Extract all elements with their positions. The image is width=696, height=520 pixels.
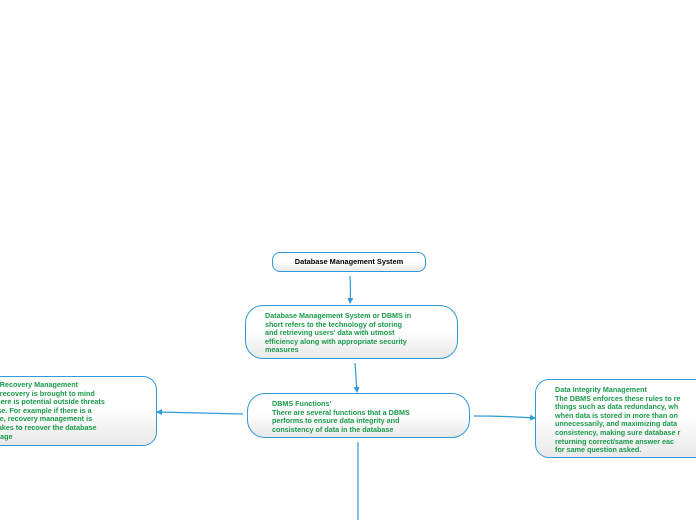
data-integrity-text: Data Integrity Management The DBMS enfor… bbox=[555, 385, 681, 455]
dbms-functions-node[interactable]: DBMS Functions' There are several functi… bbox=[247, 393, 470, 438]
connector-functions-to-integrity bbox=[473, 414, 536, 421]
dbms-definition-text: Database Management System or DBMS in sh… bbox=[265, 311, 412, 355]
backup-recovery-text: nd Recovery Management nd recovery is br… bbox=[0, 380, 105, 441]
dbms-functions-text: DBMS Functions' There are several functi… bbox=[272, 399, 410, 434]
root-topic-text: Database Management System bbox=[294, 257, 404, 266]
root-topic-node[interactable]: Database Management System bbox=[272, 252, 426, 272]
connector-definition-to-functions bbox=[353, 362, 360, 393]
dbms-definition-node[interactable]: Database Management System or DBMS in sh… bbox=[245, 305, 458, 359]
connector-functions-to-backup bbox=[156, 409, 244, 416]
backup-recovery-node[interactable]: nd Recovery Management nd recovery is br… bbox=[0, 376, 157, 446]
data-integrity-node[interactable]: Data Integrity Management The DBMS enfor… bbox=[535, 379, 696, 458]
connector-root-to-definition bbox=[347, 275, 354, 304]
